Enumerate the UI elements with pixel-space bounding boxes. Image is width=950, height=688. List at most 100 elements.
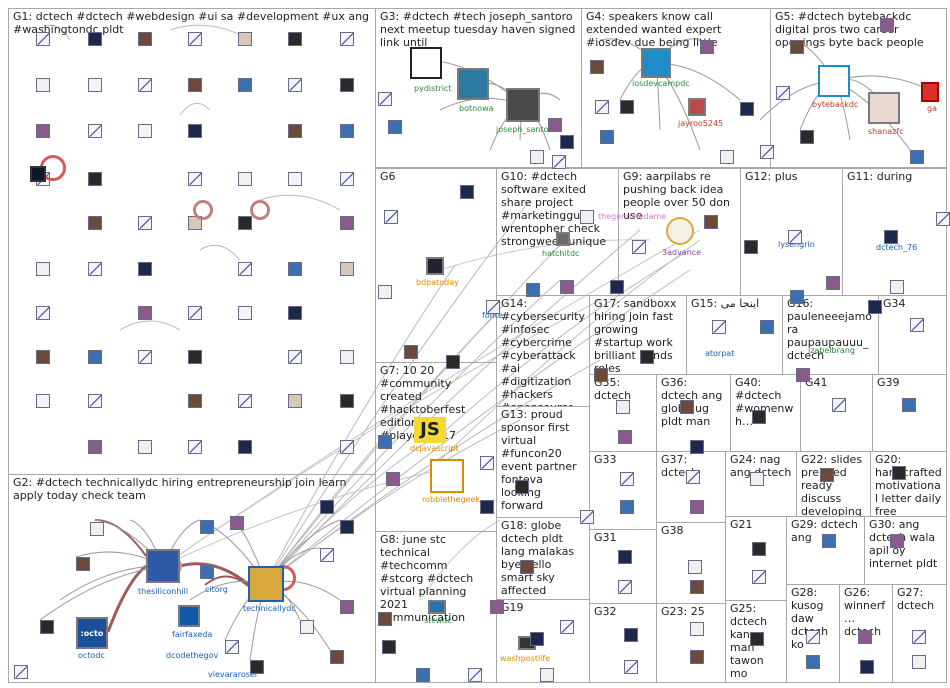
avatar [902, 398, 916, 412]
avatar [146, 549, 180, 583]
group-g10: G10: #dctech software exited share proje… [496, 168, 619, 296]
group-g29: G29: dctech ang [786, 516, 865, 585]
node-label: fairfaxeda [172, 630, 213, 639]
edge [204, 575, 249, 587]
avatar [178, 605, 200, 627]
avatar [138, 78, 152, 92]
avatar [88, 216, 102, 230]
node-label: thesiliconhill [138, 587, 189, 596]
node-label: atorpat [705, 349, 735, 358]
avatar [530, 150, 544, 164]
avatar [138, 262, 152, 276]
avatar [712, 320, 726, 334]
group-label: G38 [661, 524, 684, 537]
group-label: G29: dctech ang [791, 518, 858, 544]
avatar [446, 355, 460, 369]
avatar [790, 290, 804, 304]
group-label: G22: slides prepped ready discuss develo… [801, 453, 863, 517]
avatar [225, 640, 239, 654]
group-label: G14: #cybersecurity #infosec #cybercrime… [501, 297, 585, 406]
avatar [138, 216, 152, 230]
avatar [200, 520, 214, 534]
avatar [820, 468, 834, 482]
avatar [490, 600, 504, 614]
avatar [690, 650, 704, 664]
avatar [188, 172, 202, 186]
avatar [552, 155, 566, 169]
avatar [560, 280, 574, 294]
avatar [580, 210, 594, 224]
avatar [910, 318, 924, 332]
avatar [386, 472, 400, 486]
avatar [868, 92, 900, 124]
avatar [340, 262, 354, 276]
group-g2: G2: #dctech technicallydc hiring entrepr… [8, 474, 376, 683]
avatar [300, 620, 314, 634]
group-g33: G33 [589, 451, 657, 530]
avatar [288, 172, 302, 186]
avatar [410, 47, 442, 79]
group-g40: G40: #dctech #womenwh… [730, 374, 801, 452]
avatar [624, 628, 638, 642]
avatar [88, 350, 102, 364]
avatar [40, 620, 54, 634]
avatar [90, 522, 104, 536]
avatar [752, 410, 766, 424]
avatar [832, 398, 846, 412]
group-g4: G4: speakers know call extended wanted e… [581, 8, 771, 168]
avatar [880, 18, 894, 32]
avatar [138, 350, 152, 364]
avatar [618, 430, 632, 444]
avatar [688, 98, 706, 116]
avatar [740, 102, 754, 116]
group-label: G39 [877, 376, 900, 389]
edge [259, 194, 341, 211]
avatar [288, 78, 302, 92]
avatar [384, 210, 398, 224]
group-g27: G27: dctech [892, 584, 947, 683]
avatar [378, 92, 392, 106]
avatar [910, 150, 924, 164]
avatar [138, 124, 152, 138]
group-label: G17: sandboxx hiring join fast growing #… [594, 297, 677, 374]
avatar [36, 306, 50, 320]
avatar [428, 600, 446, 614]
avatar [340, 350, 354, 364]
avatar [818, 65, 850, 97]
node-label: dcjavascript [410, 444, 459, 453]
avatar [288, 32, 302, 46]
edge [162, 299, 601, 567]
avatar [690, 440, 704, 454]
avatar [744, 240, 758, 254]
node-label: botnowa [459, 104, 494, 113]
node-label: iosdevcampdc [632, 79, 690, 88]
avatar [340, 172, 354, 186]
avatar [520, 560, 534, 574]
avatar [720, 150, 734, 164]
avatar [752, 542, 766, 556]
group-g30: G30: ang dctech wala apil oy internet pl… [864, 516, 947, 585]
avatar [36, 32, 50, 46]
group-label: G15: اینجا می [691, 297, 760, 310]
avatar [340, 520, 354, 534]
edge [264, 279, 561, 585]
avatar [690, 500, 704, 514]
avatar [340, 394, 354, 408]
group-g34: G34 [878, 295, 947, 375]
group-label: G4: speakers know call extended wanted e… [586, 10, 722, 49]
avatar [340, 78, 354, 92]
avatar [14, 665, 28, 679]
group-label: G30: ang dctech wala apil oy internet pl… [869, 518, 938, 570]
group-g13: G13: proud sponsor first virtual #funcon… [496, 406, 590, 518]
group-label: G36: dctech ang globe ug pldt man [661, 376, 723, 428]
edge [39, 24, 71, 41]
avatar [704, 215, 718, 229]
avatar [750, 632, 764, 646]
avatar [76, 557, 90, 571]
avatar [632, 240, 646, 254]
avatar [624, 660, 638, 674]
node-label: joseph_santoro [496, 125, 557, 134]
avatar: :octo [76, 617, 108, 649]
avatar [806, 655, 820, 669]
group-g17: G17: sandboxx hiring join fast growing #… [589, 295, 687, 375]
